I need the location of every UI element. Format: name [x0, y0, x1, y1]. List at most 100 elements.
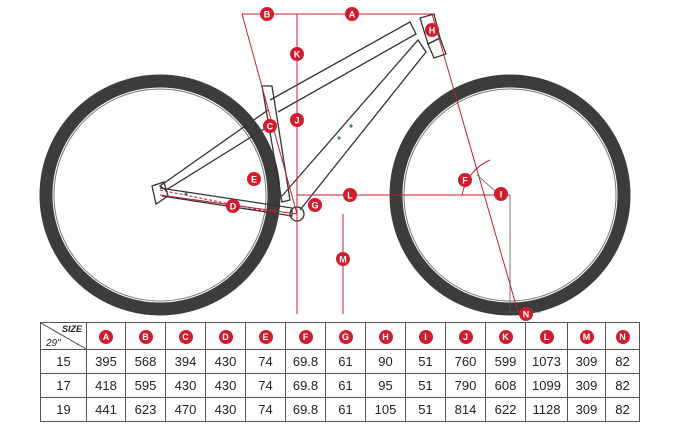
- column-header-c: C: [165, 322, 206, 350]
- fork-crown: [427, 37, 447, 59]
- dimension-lines: [159, 13, 519, 314]
- value-cell: 69.8: [285, 373, 326, 398]
- value-cell: 568: [125, 349, 166, 374]
- marker-J: J: [290, 113, 304, 127]
- value-cell: 595: [125, 373, 166, 398]
- frame-detail-dots: [184, 124, 353, 196]
- value-cell: 394: [165, 349, 206, 374]
- size-cell: 19: [40, 397, 87, 422]
- diagonal-divider: [41, 323, 86, 349]
- value-cell: 74: [245, 349, 286, 374]
- column-badge-e: E: [258, 330, 273, 344]
- size-header-cell: SIZE 29": [40, 322, 87, 350]
- column-badge-j: J: [458, 330, 473, 344]
- value-cell: 51: [405, 373, 446, 398]
- marker-F: F: [458, 173, 472, 187]
- column-badge-c: C: [178, 330, 193, 344]
- marker-H-label: H: [429, 25, 436, 35]
- column-badge-m: M: [579, 330, 594, 344]
- value-cell: 418: [86, 373, 126, 398]
- value-cell: 441: [86, 397, 126, 422]
- value-cell: 470: [165, 397, 206, 422]
- seat-tube: [261, 85, 291, 203]
- value-cell: 430: [205, 373, 246, 398]
- column-header-e: E: [245, 322, 286, 350]
- marker-E-label: E: [251, 174, 257, 184]
- value-cell: 309: [567, 373, 606, 398]
- column-header-l: L: [525, 322, 568, 350]
- column-badge-a: A: [99, 330, 113, 344]
- marker-C: C: [263, 119, 277, 133]
- size-cell: 15: [40, 349, 87, 374]
- column-header-m: M: [567, 322, 606, 350]
- marker-G: G: [308, 198, 322, 212]
- value-cell: 622: [485, 397, 526, 422]
- marker-B-label: B: [264, 9, 271, 19]
- marker-E: E: [247, 172, 261, 186]
- marker-M-label: M: [339, 254, 347, 264]
- marker-D-label: D: [230, 201, 237, 211]
- value-cell: 430: [205, 397, 246, 422]
- value-cell: 74: [245, 373, 286, 398]
- value-cell: 1099: [525, 373, 568, 398]
- column-header-j: J: [445, 322, 486, 350]
- reference-lines: [476, 174, 540, 313]
- value-cell: 82: [605, 397, 640, 422]
- marker-K-label: K: [294, 49, 301, 59]
- value-cell: 61: [325, 349, 366, 374]
- column-header-i: I: [405, 322, 446, 350]
- column-badge-i: I: [418, 330, 433, 344]
- column-badge-b: B: [138, 330, 153, 344]
- size-cell: 17: [40, 373, 87, 398]
- column-badge-f: F: [298, 330, 313, 344]
- column-header-k: K: [485, 322, 526, 350]
- marker-N: N: [519, 307, 533, 321]
- value-cell: 309: [567, 397, 606, 422]
- value-cell: 90: [365, 349, 406, 374]
- value-cell: 1128: [525, 397, 568, 422]
- marker-B: B: [260, 7, 274, 21]
- value-cell: 760: [445, 349, 486, 374]
- value-cell: 82: [605, 373, 640, 398]
- column-header-n: N: [605, 322, 640, 350]
- marker-F-label: F: [462, 175, 468, 185]
- value-cell: 430: [165, 373, 206, 398]
- wheel-size-label: 29": [46, 338, 61, 349]
- value-cell: 95: [365, 373, 406, 398]
- column-badge-d: D: [218, 330, 233, 344]
- value-cell: 51: [405, 397, 446, 422]
- column-header-a: A: [86, 322, 126, 350]
- column-header-b: B: [125, 322, 166, 350]
- column-header-h: H: [365, 322, 406, 350]
- value-cell: 395: [86, 349, 126, 374]
- size-label: SIZE: [61, 324, 82, 334]
- marker-I-label: I: [500, 189, 503, 199]
- column-header-f: F: [285, 322, 326, 350]
- column-header-d: D: [205, 322, 246, 350]
- value-cell: 82: [605, 349, 640, 374]
- marker-K: K: [290, 47, 304, 61]
- marker-N-label: N: [523, 309, 530, 319]
- marker-M: M: [336, 252, 350, 266]
- marker-H: H: [425, 23, 439, 37]
- value-cell: 608: [485, 373, 526, 398]
- value-cell: 61: [325, 373, 366, 398]
- marker-C-label: C: [267, 121, 274, 131]
- value-cell: 74: [245, 397, 286, 422]
- column-header-g: G: [325, 322, 366, 350]
- value-cell: 61: [325, 397, 366, 422]
- marker-L: L: [343, 188, 357, 202]
- column-badge-g: G: [338, 330, 353, 344]
- value-cell: 814: [445, 397, 486, 422]
- down-tube: [281, 38, 427, 211]
- value-cell: 69.8: [285, 349, 326, 374]
- value-cell: 790: [445, 373, 486, 398]
- column-badge-l: L: [539, 330, 554, 344]
- rear-wheel: [39, 74, 281, 316]
